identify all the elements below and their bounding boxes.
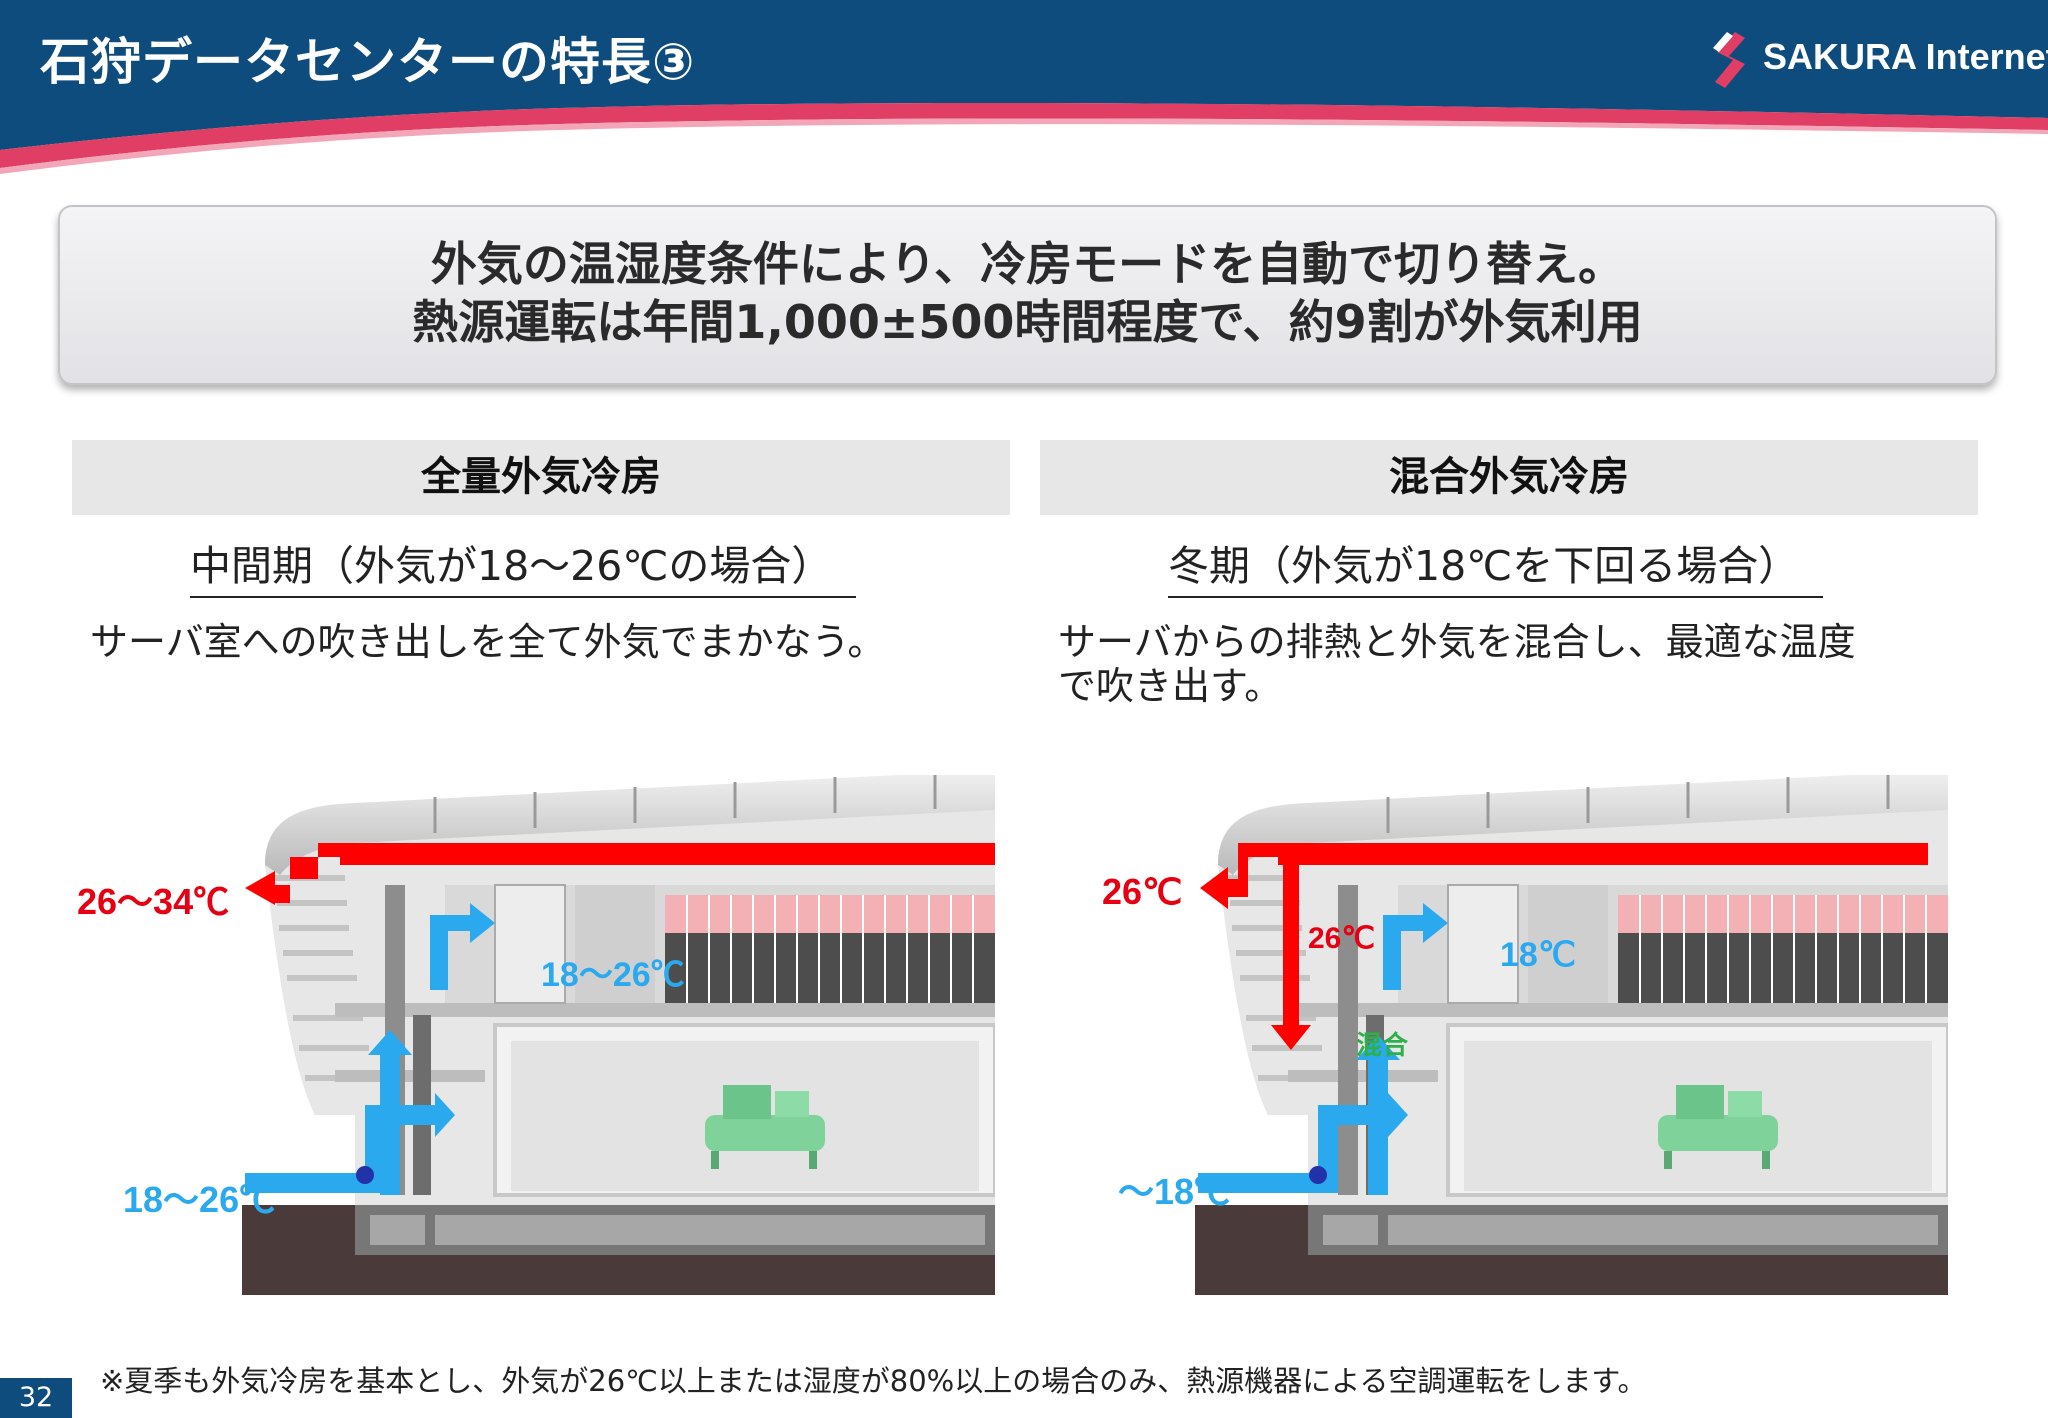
- summary-line-1: 外気の温湿度条件により、冷房モードを自動で切り替え。: [430, 237, 1625, 291]
- chiller-icon: [705, 1085, 825, 1169]
- server-rack-icon: [665, 895, 995, 1003]
- right-supply-temp: 18℃: [1500, 936, 1577, 974]
- summary-box: 外気の温湿度条件により、冷房モードを自動で切り替え。 熱源運転は年間1,000±…: [58, 205, 1997, 385]
- chiller-icon: [1658, 1085, 1778, 1169]
- hot-air-arrow-icon: [1200, 843, 1928, 1050]
- right-subheading: 冬期（外気が18℃を下回る場合）: [1168, 532, 1824, 598]
- right-building-illustration: [1195, 770, 1950, 1295]
- page-number: 32: [0, 1378, 72, 1418]
- left-description: サーバ室への吹き出しを全て外気でまかなう。: [90, 620, 886, 664]
- cool-air-arrow-icon: [1198, 903, 1448, 1195]
- left-column-heading: 全量外気冷房: [72, 440, 1010, 515]
- header-band: 石狩データセンターの特長③ SAKURA Internet: [0, 0, 2048, 200]
- hot-air-arrow-icon: [245, 843, 995, 905]
- right-description-line-2: で吹き出す。: [1058, 664, 1283, 708]
- logo-text: SAKURA Internet: [1763, 36, 2048, 77]
- right-exhaust-temp: 26℃: [1102, 871, 1183, 912]
- left-subheading: 中間期（外気が18～26℃の場合）: [190, 532, 857, 598]
- slide-title: 石狩データセンターの特長③: [40, 33, 696, 91]
- left-airflow-diagram: 26～34℃ 18～26℃ 18～26℃: [77, 770, 997, 1295]
- footnote: ※夏季も外気冷房を基本とし、外気が26℃以上または湿度が80%以上の場合のみ、熱…: [100, 1364, 1647, 1398]
- right-airflow-diagram: 26℃ 26℃ 18℃ 混合 ～18℃: [1102, 770, 1950, 1295]
- right-column-heading: 混合外気冷房: [1040, 440, 1978, 515]
- left-building-illustration: [242, 770, 997, 1295]
- sakura-logo: SAKURA Internet: [1705, 22, 2048, 102]
- left-supply-temp: 18～26℃: [541, 956, 685, 994]
- right-return-temp: 26℃: [1308, 922, 1376, 955]
- left-exhaust-temp: 26～34℃: [77, 881, 230, 922]
- right-mix-label: 混合: [1356, 1030, 1409, 1060]
- right-description-line-1: サーバからの排熱と外気を混合し、最適な温度: [1058, 620, 1856, 664]
- cool-air-arrow-icon: [245, 903, 495, 1195]
- header-background: [0, 0, 2048, 174]
- server-rack-icon: [1618, 895, 1948, 1003]
- sakura-logo-icon: [1713, 32, 1745, 88]
- left-intake-temp: 18～26℃: [123, 1179, 276, 1220]
- right-description: サーバからの排熱と外気を混合し、最適な温度 で吹き出す。: [1058, 620, 1856, 708]
- right-intake-temp: ～18℃: [1118, 1171, 1231, 1212]
- summary-line-2: 熱源運転は年間1,000±500時間程度で、約9割が外気利用: [412, 295, 1643, 349]
